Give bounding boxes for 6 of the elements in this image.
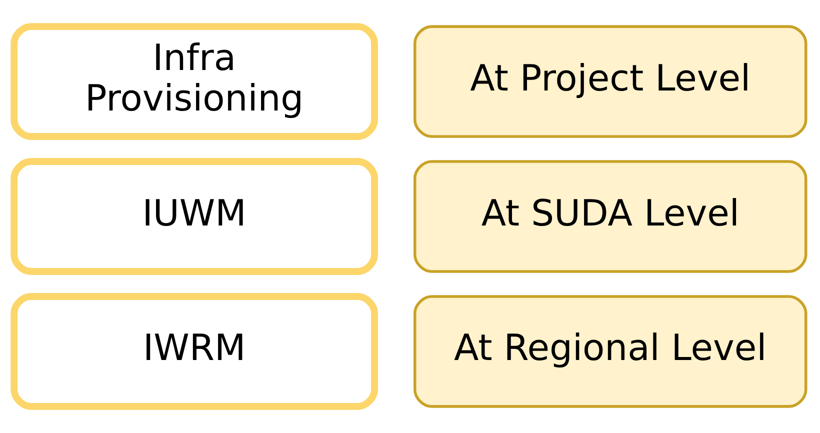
node-box: IUWM xyxy=(10,158,378,275)
node-box: Infra Provisioning xyxy=(10,23,378,140)
node-box: At Project Level xyxy=(413,25,808,138)
node-box: At Regional Level xyxy=(413,295,808,408)
node-box: At SUDA Level xyxy=(413,160,808,273)
node-box: IWRM xyxy=(10,293,378,410)
